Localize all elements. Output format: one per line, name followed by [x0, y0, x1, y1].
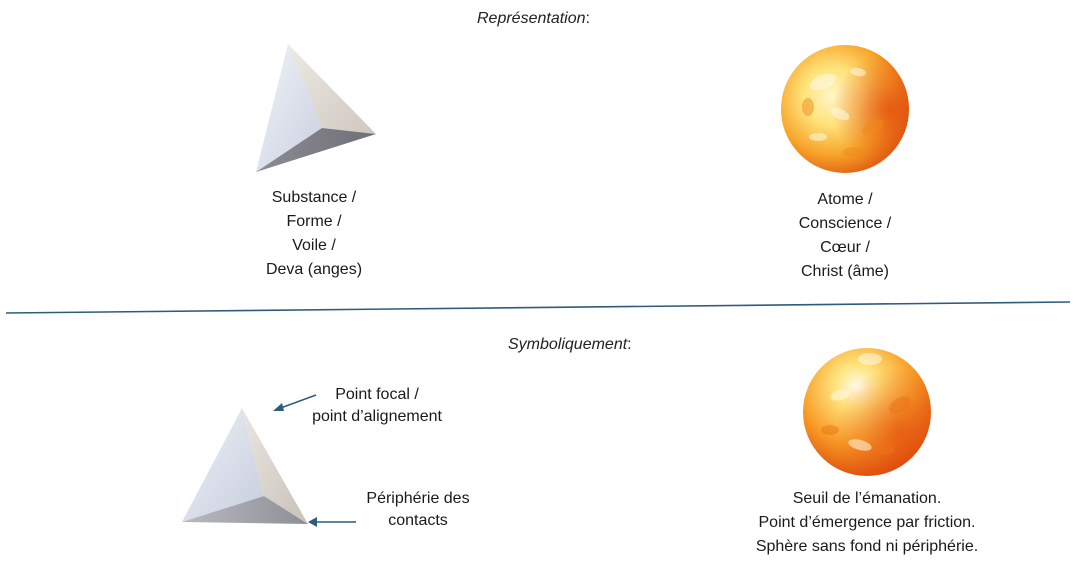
representation-heading: Représentation: — [477, 10, 590, 28]
tetrahedron-icon — [248, 40, 388, 180]
arrow-left-icon — [306, 514, 358, 530]
tetrahedron-icon — [176, 404, 316, 530]
caption-line: Forme / — [286, 213, 342, 230]
caption-line: Christ (âme) — [800, 263, 889, 280]
base-label: Périphérie des contacts — [352, 488, 484, 532]
label-line: point d’alignement — [312, 408, 442, 425]
sphere-caption: Seuil de l’émanation. Point d’émergence … — [727, 487, 1007, 559]
label-line: Périphérie des — [366, 490, 470, 507]
representation-heading-text: Représentation — [477, 10, 586, 27]
sun-sphere-icon — [800, 345, 934, 479]
label-line: Point focal / — [335, 386, 419, 403]
symbolism-heading: Symboliquement: — [508, 336, 632, 354]
symbolism-heading-colon: : — [627, 336, 632, 353]
apex-label: Point focal / point d’alignement — [292, 384, 462, 428]
caption-line: Cœur / — [820, 239, 870, 256]
sun-sphere-icon — [778, 42, 912, 176]
representation-heading-colon: : — [585, 10, 590, 27]
label-line: contacts — [388, 512, 448, 529]
caption-line: Conscience / — [798, 215, 892, 232]
caption-line: Voile / — [292, 237, 336, 254]
atome-caption: Atome / Conscience / Cœur / Christ (âme) — [775, 188, 915, 284]
caption-line: Atome / — [817, 191, 873, 208]
section-divider — [0, 298, 1074, 318]
substance-caption: Substance / Forme / Voile / Deva (anges) — [244, 186, 384, 282]
symbolism-heading-text: Symboliquement — [508, 336, 628, 353]
caption-line: Deva (anges) — [265, 261, 363, 278]
arrow-left-icon — [270, 392, 320, 414]
caption-line: Sphère sans fond ni périphérie. — [755, 538, 979, 555]
caption-line: Substance / — [271, 189, 357, 206]
caption-line: Seuil de l’émanation. — [792, 490, 942, 507]
caption-line: Point d’émergence par friction. — [758, 514, 976, 531]
